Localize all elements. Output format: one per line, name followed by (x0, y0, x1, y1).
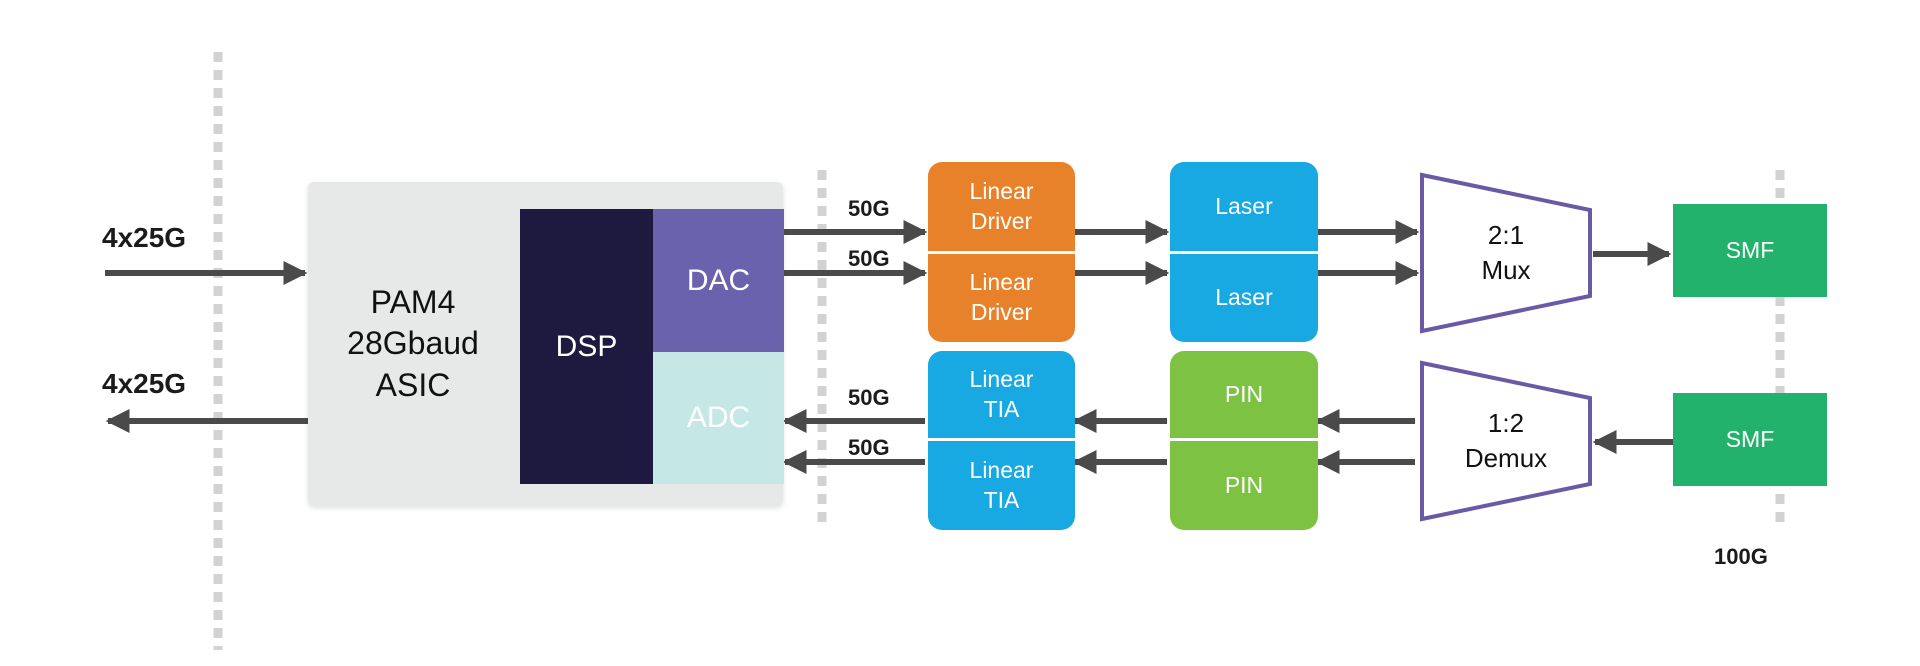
linear-driver-top: Linear Driver (928, 162, 1075, 254)
demux-label: 1:2 Demux (1464, 407, 1548, 473)
laser-top-label: Laser (1215, 192, 1273, 219)
laser-bottom-label: Laser (1215, 284, 1273, 311)
smf-tx-label: SMF (1725, 236, 1775, 263)
linear-tia-top: Linear TIA (928, 351, 1075, 441)
dsp-label: DSP (555, 329, 618, 363)
asic-label: PAM4 28Gbaud ASIC (347, 283, 479, 403)
pin-bottom: PIN (1170, 441, 1318, 530)
pin-stack: PIN PIN (1170, 351, 1318, 530)
linear-tia-top-label: Linear TIA (969, 365, 1034, 422)
adc-block: ADC (653, 352, 784, 484)
smf-rx-label: SMF (1725, 425, 1775, 452)
rate-label-tx-top: 50G (848, 196, 890, 221)
mux-label: 2:1 Mux (1481, 219, 1531, 285)
laser-top: Laser (1170, 162, 1318, 254)
rate-label-rx-bottom: 50G (848, 435, 890, 460)
linear-driver-top-label: Linear Driver (969, 177, 1034, 234)
adc-label: ADC (686, 401, 751, 434)
linear-driver-bottom: Linear Driver (928, 254, 1075, 342)
demux-shape (1420, 360, 1592, 522)
linear-driver-stack: Linear Driver Linear Driver (928, 162, 1075, 342)
demux-label-box: 1:2 Demux (1422, 363, 1590, 519)
smf-rx-block: SMF (1673, 393, 1827, 486)
linear-tia-stack: Linear TIA Linear TIA (928, 351, 1075, 530)
linear-tia-bottom-label: Linear TIA (969, 456, 1034, 513)
dac-block: DAC (653, 209, 784, 352)
rx-output-label: 4x25G (102, 368, 187, 399)
tx-input-label: 4x25G (102, 222, 187, 253)
rate-label-rx-top: 50G (848, 385, 890, 410)
dac-label: DAC (686, 263, 751, 297)
rate-label-100g: 100G (1714, 544, 1768, 569)
linear-tia-bottom: Linear TIA (928, 441, 1075, 530)
pin-top: PIN (1170, 351, 1318, 441)
rate-label-tx-bottom: 50G (848, 246, 890, 271)
mux-shape (1420, 172, 1592, 334)
mux-label-box: 2:1 Mux (1422, 175, 1590, 331)
pin-top-label: PIN (1224, 380, 1264, 407)
pin-bottom-label: PIN (1224, 471, 1264, 498)
dsp-block: DSP (520, 209, 653, 484)
laser-bottom: Laser (1170, 254, 1318, 342)
linear-driver-bottom-label: Linear Driver (969, 269, 1034, 325)
smf-tx-block: SMF (1673, 204, 1827, 297)
laser-stack: Laser Laser (1170, 162, 1318, 342)
